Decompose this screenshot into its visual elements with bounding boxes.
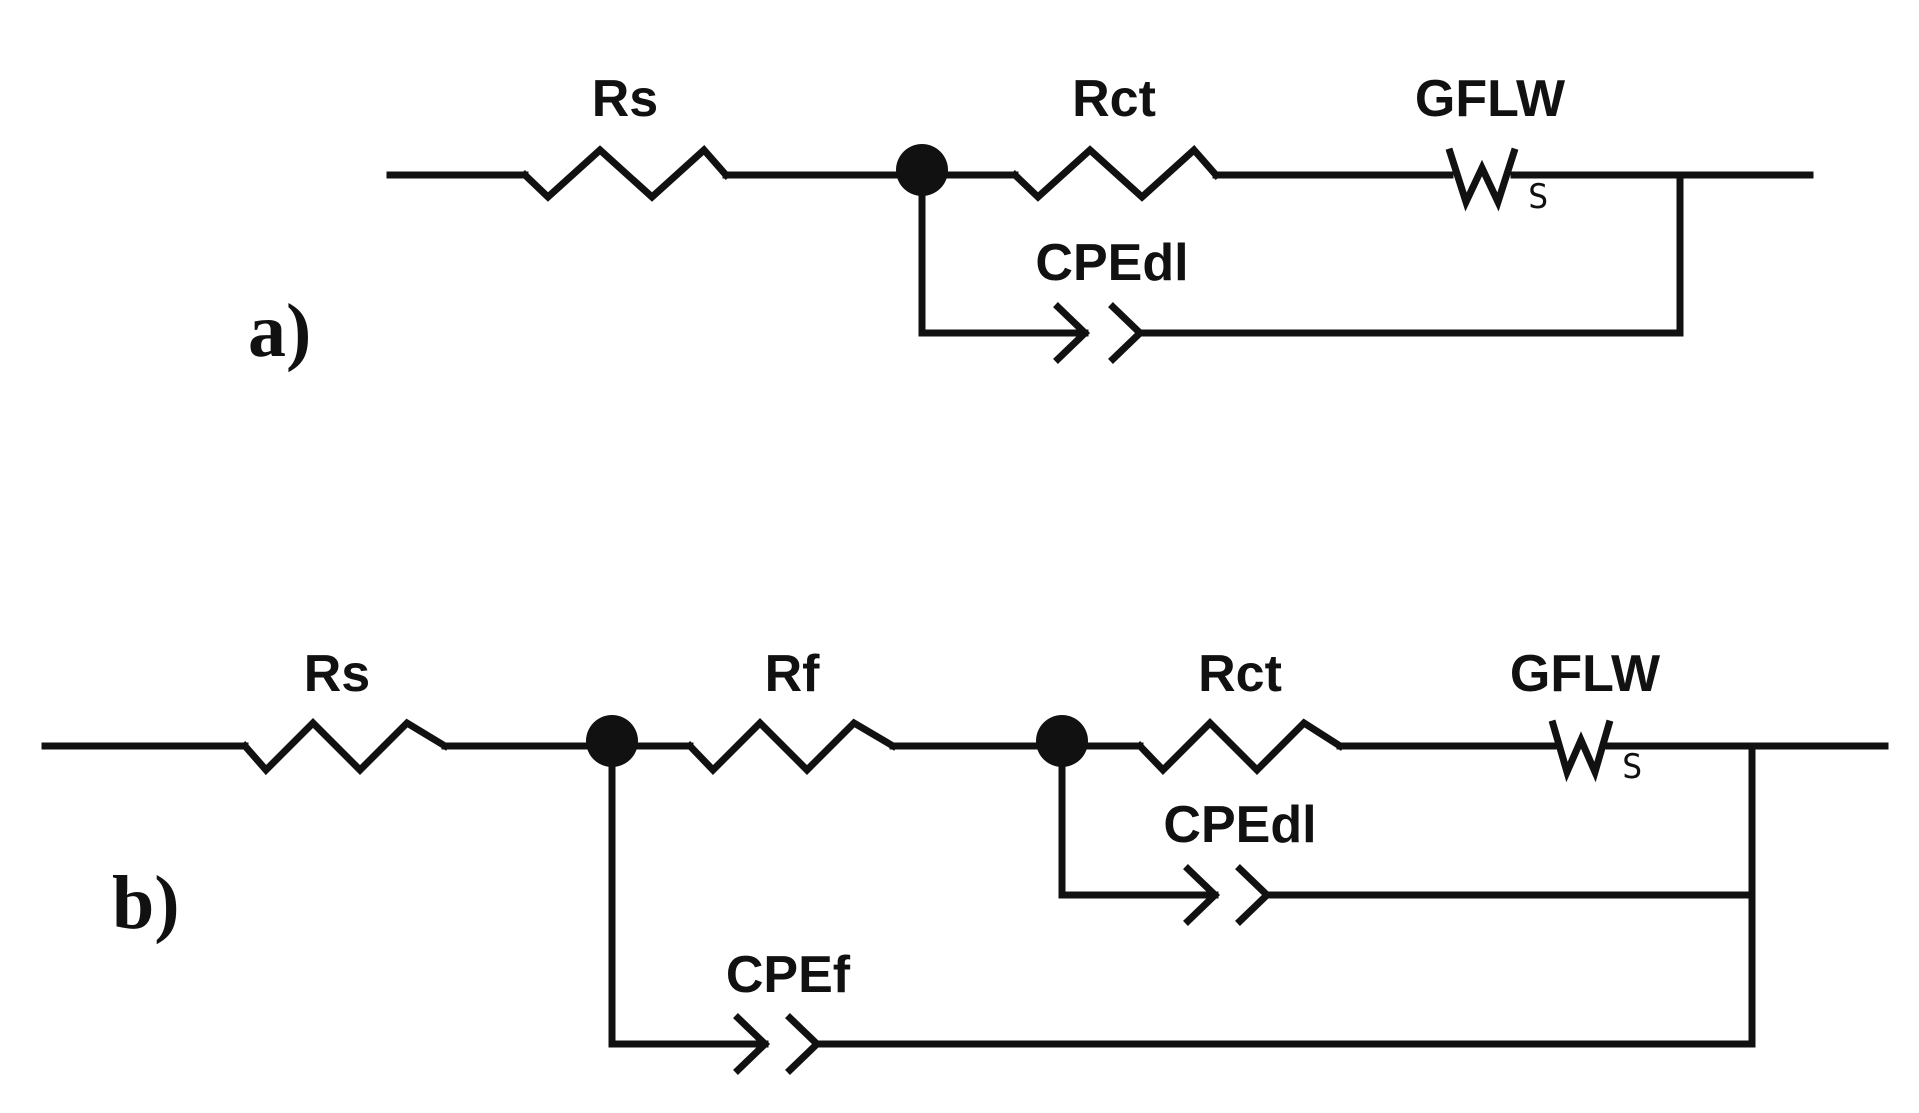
circuit-b-warburg-subscript: S	[1622, 747, 1642, 787]
circuit-a-node	[896, 144, 948, 196]
circuit-b-rf-label: Rf	[765, 645, 821, 703]
circuit-a-warburg-subscript: S	[1528, 177, 1548, 217]
circuit-b-rct-resistor	[1135, 718, 1345, 776]
circuit-b-warburg-label: GFLW	[1510, 645, 1661, 703]
circuit-b-cpe-dl-label: CPEdl	[1163, 796, 1316, 854]
circuit-a: a) Rs Rct GFLW S CPEdl	[248, 70, 1814, 373]
circuit-b: b) Rs Rf Rct GFLW S CPEdl CPEf	[41, 645, 1889, 1075]
circuit-a-panel-label: a)	[248, 289, 311, 373]
circuit-b-cpe-f-branch-left-wire	[608, 742, 769, 1048]
circuit-b-warburg-element	[1548, 719, 1614, 783]
circuit-b-cpe-f-branch-right-wire	[813, 742, 1756, 1048]
circuit-b-rs-resistor	[240, 718, 450, 776]
circuit-a-cpe-branch-right-wire	[1136, 171, 1684, 337]
circuit-a-rct-label: Rct	[1072, 70, 1156, 128]
circuit-a-cpe-dl-label: CPEdl	[1035, 234, 1188, 292]
circuit-a-warburg-label: GFLW	[1415, 70, 1566, 128]
circuit-b-cpe-f-label: CPEf	[726, 946, 851, 1004]
circuit-a-rs-label: Rs	[592, 70, 658, 128]
circuit-a-rct-resistor	[1010, 145, 1221, 202]
circuit-b-panel-label: b)	[112, 861, 180, 945]
circuit-b-rct-label: Rct	[1198, 645, 1282, 703]
circuit-a-rs-resistor	[520, 145, 731, 202]
circuit-a-warburg-element	[1445, 147, 1519, 212]
circuit-b-node-2	[1036, 715, 1088, 767]
circuit-b-cpe-dl-branch-left-wire	[1058, 742, 1219, 899]
circuit-b-rs-label: Rs	[304, 645, 370, 703]
circuit-a-cpe-branch-left-wire	[918, 171, 1089, 337]
circuit-b-rf-resistor	[685, 718, 898, 776]
circuit-b-node-1	[586, 715, 638, 767]
